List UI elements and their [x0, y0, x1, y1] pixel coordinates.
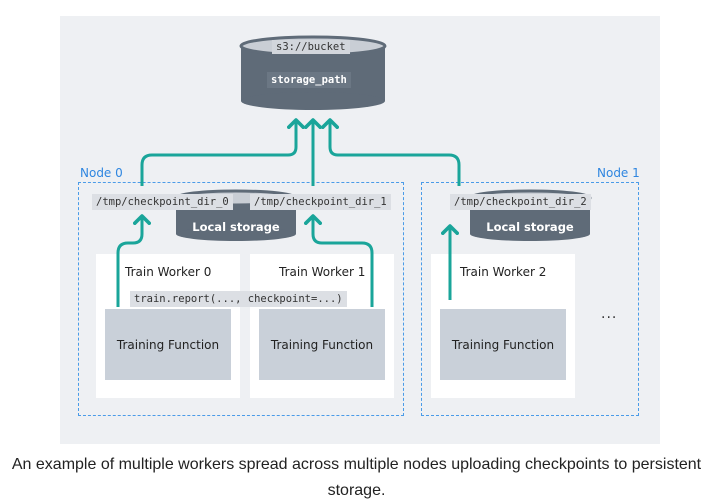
training-function-2: Training Function [440, 309, 566, 380]
bucket-label: s3://bucket [272, 40, 350, 54]
worker-title-0: Train Worker 0 [125, 265, 212, 279]
node-0-box [78, 182, 404, 416]
checkpoint-dir-1: /tmp/checkpoint_dir_1 [250, 194, 391, 210]
worker-title-1: Train Worker 1 [279, 265, 366, 279]
checkpoint-dir-0: /tmp/checkpoint_dir_0 [92, 194, 233, 210]
figure-caption: An example of multiple workers spread ac… [11, 456, 702, 499]
checkpoint-dir-2: /tmp/checkpoint_dir_2 [450, 194, 591, 210]
node-1-label: Node 1 [597, 166, 640, 180]
arrow-worker0-to-checkpoint [116, 214, 151, 307]
arrow-worker1-to-checkpoint [304, 214, 374, 307]
training-function-0: Training Function [105, 309, 231, 380]
node-0-label: Node 0 [80, 166, 123, 180]
local-storage-label-0: Local storage [192, 220, 280, 234]
arrow-node0-to-bucket-left [140, 118, 305, 186]
storage-path-label: storage_path [267, 72, 351, 88]
train-report-call: train.report(..., checkpoint=...) [130, 291, 347, 307]
node-1-box [421, 182, 639, 416]
local-storage-label-1: Local storage [486, 220, 574, 234]
more-workers-ellipsis: ... [601, 306, 618, 322]
arrow-node1-to-bucket [321, 118, 461, 186]
training-function-1: Training Function [259, 309, 385, 380]
worker-title-2: Train Worker 2 [460, 265, 547, 279]
